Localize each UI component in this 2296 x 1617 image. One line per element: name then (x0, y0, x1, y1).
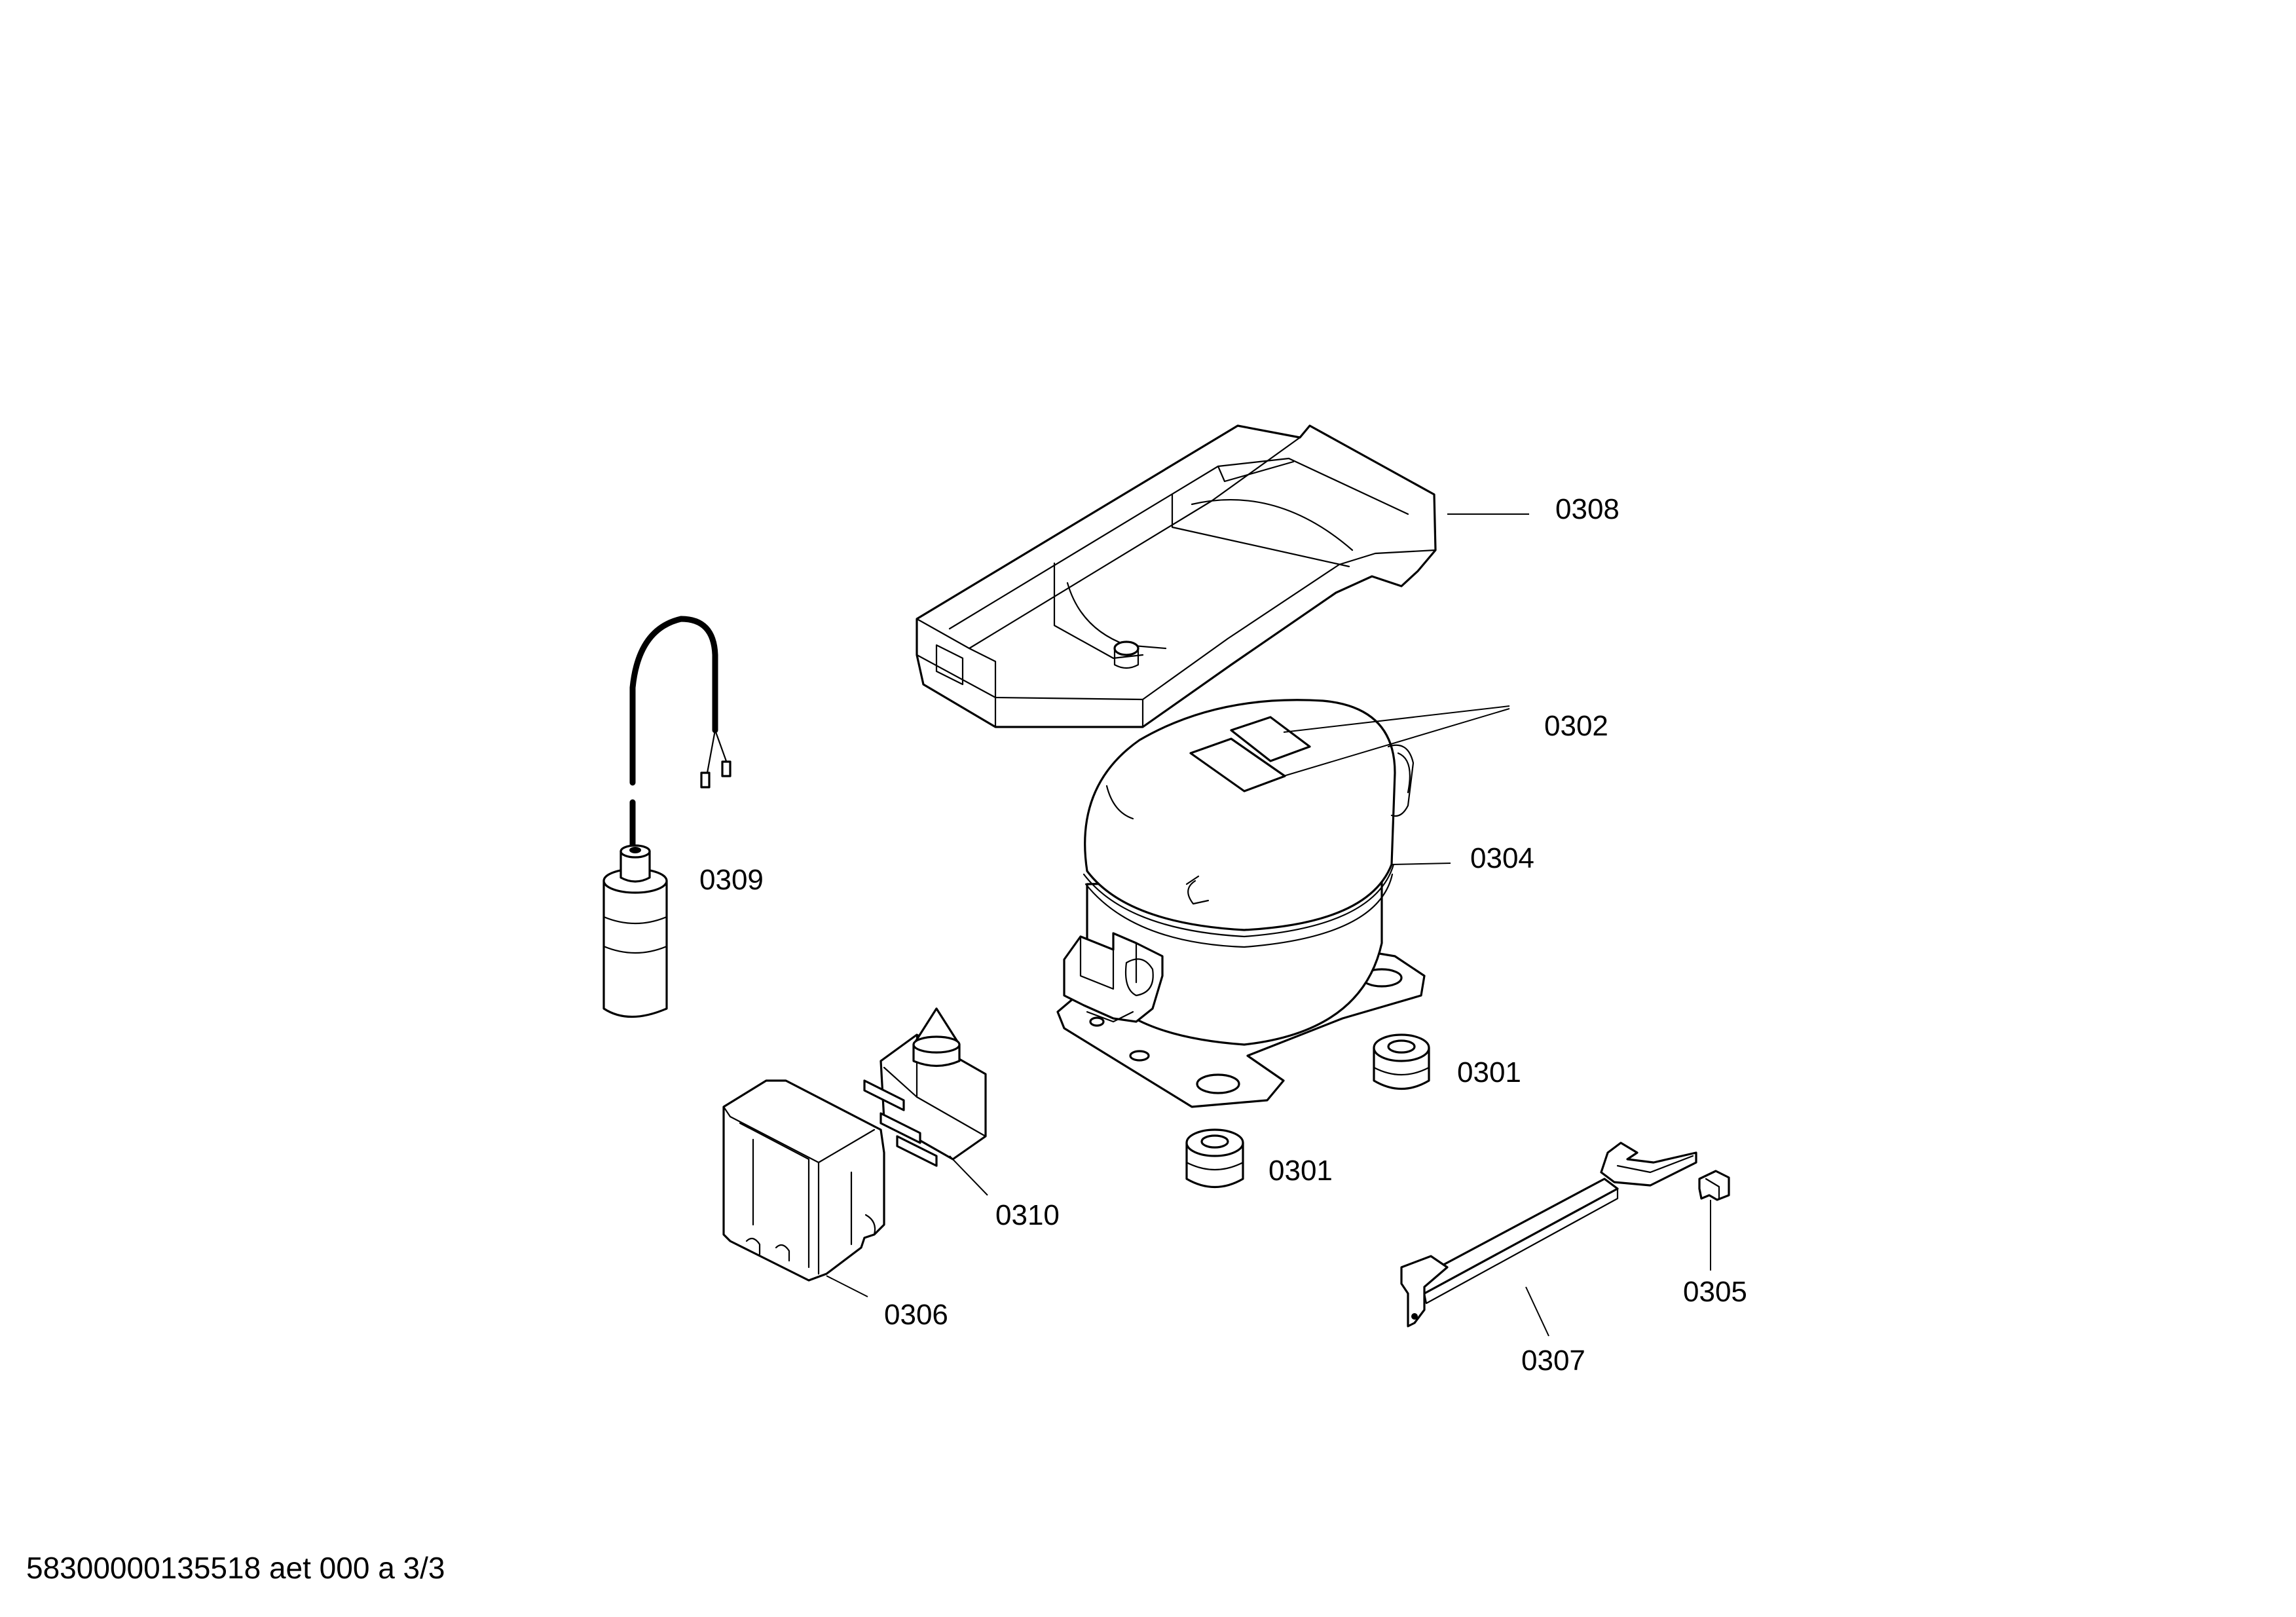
callout-0309: 0309 (699, 864, 764, 896)
drip-tray-part (916, 424, 1437, 728)
clip-part (1698, 1170, 1730, 1201)
callout-0307: 0307 (1521, 1345, 1585, 1377)
relay-cover-part (722, 1079, 885, 1282)
callout-0306: 0306 (884, 1299, 948, 1331)
callout-0304: 0304 (1470, 842, 1534, 874)
compressor-part (1056, 699, 1426, 1108)
grommet-part-left (1185, 1128, 1244, 1189)
grommet-part-right (1373, 1033, 1430, 1090)
sensor-with-cable-part (602, 616, 731, 1018)
callout-0302: 0302 (1544, 710, 1608, 742)
callout-0301-left: 0301 (1268, 1155, 1333, 1187)
callout-labels: 0308 0302 0304 0309 0301 0301 0310 0306 … (699, 493, 1747, 1377)
callout-0305: 0305 (1683, 1276, 1747, 1308)
document-footer-code: 58300000135518 aet 000 a 3/3 (26, 1551, 445, 1585)
starting-relay-part (863, 1007, 987, 1167)
mounting-rail-part (1400, 1142, 1697, 1328)
callout-0301-right: 0301 (1457, 1056, 1521, 1088)
leader-lines (826, 513, 1711, 1337)
callout-0308: 0308 (1555, 493, 1620, 525)
callout-0310: 0310 (995, 1199, 1060, 1231)
